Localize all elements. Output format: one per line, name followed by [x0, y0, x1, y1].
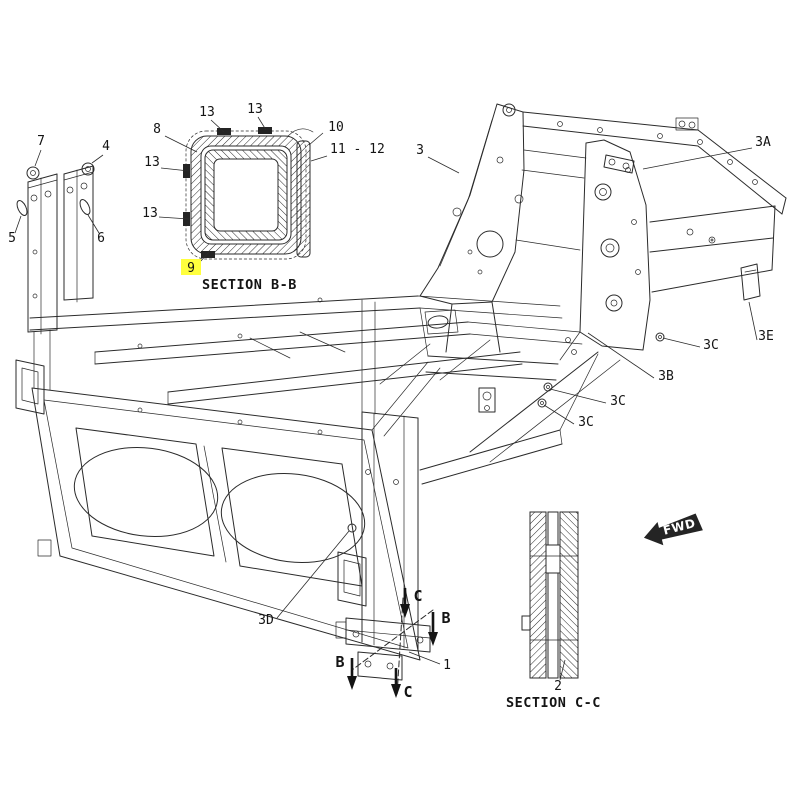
center-tower-plate: [419, 103, 559, 381]
leader-line: [308, 132, 324, 146]
leader-line: [210, 119, 225, 133]
callout-13: 13: [142, 206, 158, 221]
callout-10: 10: [328, 120, 344, 135]
leader-line: [91, 154, 104, 164]
leader-line: [257, 116, 267, 131]
callout-13: 13: [247, 102, 263, 117]
cut-arrowhead: [428, 632, 438, 646]
seal-segment: [201, 251, 215, 258]
fwd-arrow: FWD: [643, 513, 703, 546]
clevis-bracket: [478, 387, 496, 413]
top-right-rail: [522, 111, 787, 215]
callout-4: 4: [102, 139, 110, 154]
leader-line: [34, 149, 42, 167]
callout-3c: 3C: [610, 394, 626, 409]
leader-line: [160, 167, 190, 172]
fwd-arrow-shape: [643, 513, 703, 546]
frame-rails: [29, 295, 583, 405]
section-bb-detail: 13 13 10 8 11 - 12 13 13 9 SECTION B-B: [142, 102, 385, 293]
right-tower-plate: [515, 139, 651, 361]
callout-3a: 3A: [755, 135, 771, 150]
frame-assembly: [15, 103, 787, 681]
callout-13: 13: [144, 155, 160, 170]
cut-letter-c: C: [403, 683, 412, 701]
leader-line: [276, 530, 350, 619]
side-channel: [296, 140, 311, 258]
leader-line: [543, 404, 575, 425]
cc-gap: [547, 511, 559, 679]
right-mid-rail: [649, 205, 776, 301]
pin: [79, 199, 91, 215]
cut-line-c: [396, 597, 404, 697]
channel-lip: [287, 128, 314, 137]
cc-tab: [521, 615, 531, 631]
washer-hole: [30, 170, 36, 176]
cut-arrowhead: [347, 676, 357, 690]
leader-line: [662, 337, 701, 348]
section-cc-label: SECTION C-C: [506, 695, 601, 711]
cut-arrowhead: [391, 684, 401, 698]
callout-3c: 3C: [578, 415, 594, 430]
bottom-box: [15, 359, 421, 661]
tag-3e: [740, 263, 761, 301]
callout-3b: 3B: [658, 369, 674, 384]
cc-inner-wall: [559, 511, 579, 679]
leader-line: [549, 388, 607, 404]
leader-line: [427, 156, 460, 174]
leader-line: [642, 147, 753, 170]
callout-11-12: 11 - 12: [330, 142, 385, 157]
lower-diagonals: [371, 351, 621, 485]
callout-1: 1: [443, 658, 451, 673]
frame-callouts: 3 3A 3C 3E 3B 3C 3C 3D 1: [258, 135, 774, 673]
callout-3e: 3E: [758, 329, 774, 344]
cut-line-b: [351, 609, 434, 671]
leader-line: [158, 216, 190, 220]
strap-3a: [603, 154, 635, 174]
mount-hardware-group: 7 4 5 6: [8, 134, 110, 391]
callout-13: 13: [199, 105, 215, 120]
bottom-post: [335, 299, 431, 681]
cut-letter-b: B: [335, 653, 344, 671]
callout-3c: 3C: [703, 338, 719, 353]
callout-7: 7: [37, 134, 45, 149]
leader-line: [14, 215, 22, 234]
leader-line: [587, 332, 655, 379]
washer-hole: [85, 166, 91, 172]
leader-line: [559, 659, 566, 681]
callout-3: 3: [416, 143, 424, 158]
mid-hardware: [424, 309, 665, 413]
tube-bore: [213, 158, 279, 232]
cc-outer-wall: [529, 511, 547, 679]
washer: [26, 166, 40, 180]
section-cc-detail: 2 SECTION C-C: [506, 511, 601, 711]
cc-block: [545, 544, 561, 574]
cut-letter-b: B: [441, 609, 450, 627]
leader-line: [748, 301, 758, 341]
lift-pocket: [15, 359, 45, 415]
callout-2: 2: [554, 679, 562, 694]
cut-arrowhead: [400, 604, 410, 618]
pin-3d-target: [347, 523, 357, 533]
callout-9-highlighted: 9: [187, 261, 195, 276]
pin: [16, 200, 28, 216]
leader-line: [310, 155, 328, 162]
left-posts: [27, 165, 94, 391]
seal-segment: [258, 127, 272, 134]
callout-8: 8: [153, 122, 161, 137]
leader-line: [408, 651, 441, 665]
lift-pocket: [337, 551, 367, 607]
callout-6: 6: [97, 231, 105, 246]
cut-letter-c: C: [413, 587, 422, 605]
callout-9-highlight: [181, 259, 201, 275]
callout-5: 5: [8, 231, 16, 246]
callout-3d: 3D: [258, 613, 274, 628]
section-bb-label: SECTION B-B: [202, 277, 297, 293]
section-cut-marks: B C B C: [335, 587, 450, 701]
leader-line: [164, 135, 198, 153]
